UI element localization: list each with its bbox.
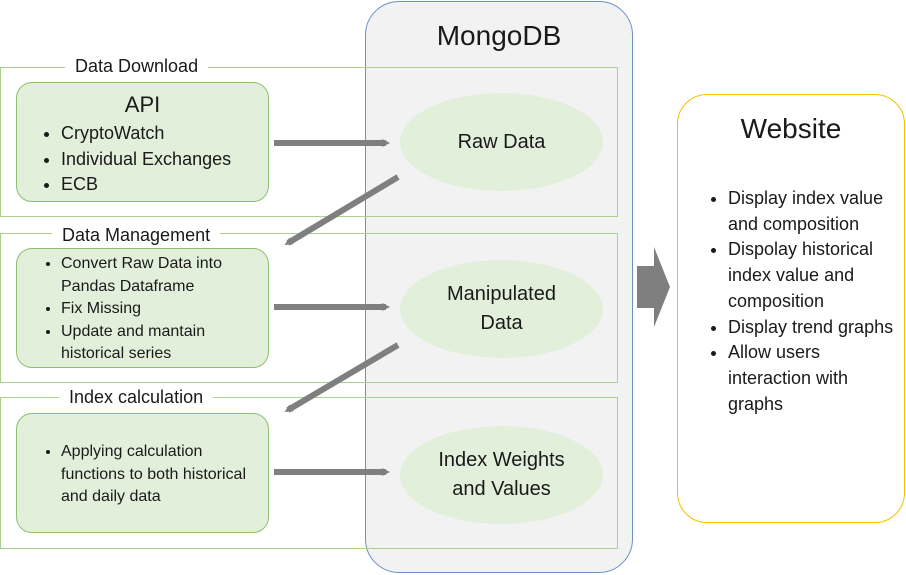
api-box: API CryptoWatch Individual Exchanges ECB (16, 82, 269, 202)
manipulated-data-node: Manipulated Data (400, 260, 603, 358)
raw-data-node: Raw Data (400, 93, 603, 191)
list-item: Fix Missing (61, 298, 260, 321)
section-label-data-download: Data Download (65, 56, 209, 77)
api-list: CryptoWatch Individual Exchanges ECB (17, 121, 268, 198)
list-item: Update and mantain historical series (61, 321, 260, 366)
data-management-box: Convert Raw Data into Pandas Dataframe F… (16, 248, 269, 368)
list-item: Applying calculation functions to both h… (61, 441, 254, 509)
list-item: Display index value and composition (728, 186, 899, 237)
mongodb-title: MongoDB (436, 20, 562, 51)
website-box (677, 94, 905, 523)
raw-data-label: Raw Data (457, 130, 546, 153)
list-item: Allow users interaction with graphs (728, 340, 899, 417)
list-item: Display trend graphs (728, 315, 899, 341)
calculation-list: Applying calculation functions to both h… (17, 441, 268, 509)
list-item: CryptoWatch (61, 121, 268, 147)
manipulated-data-label: Manipulated Data (447, 283, 556, 334)
website-title: Website (740, 113, 842, 144)
index-weights-node: Index Weights and Values (400, 426, 603, 524)
list-item: Convert Raw Data into Pandas Dataframe (61, 253, 260, 298)
list-item: Dispolay historical index value and comp… (728, 237, 899, 314)
list-item: ECB (61, 172, 268, 198)
arrow-raw-to-management (284, 174, 400, 246)
arrow-manipulated-to-calculation (284, 342, 400, 413)
section-data-download (0, 67, 618, 217)
section-label-index-calculation: Index calculation (59, 387, 214, 408)
index-weights-label: Index Weights and Values (438, 449, 565, 500)
arrow-mongodb-to-website (637, 247, 670, 327)
management-list: Convert Raw Data into Pandas Dataframe F… (17, 253, 268, 366)
section-label-data-management: Data Management (52, 225, 221, 246)
index-calculation-box: Applying calculation functions to both h… (16, 413, 269, 533)
api-title: API (124, 92, 161, 117)
list-item: Individual Exchanges (61, 147, 268, 173)
website-list: Display index value and composition Disp… (694, 186, 899, 417)
